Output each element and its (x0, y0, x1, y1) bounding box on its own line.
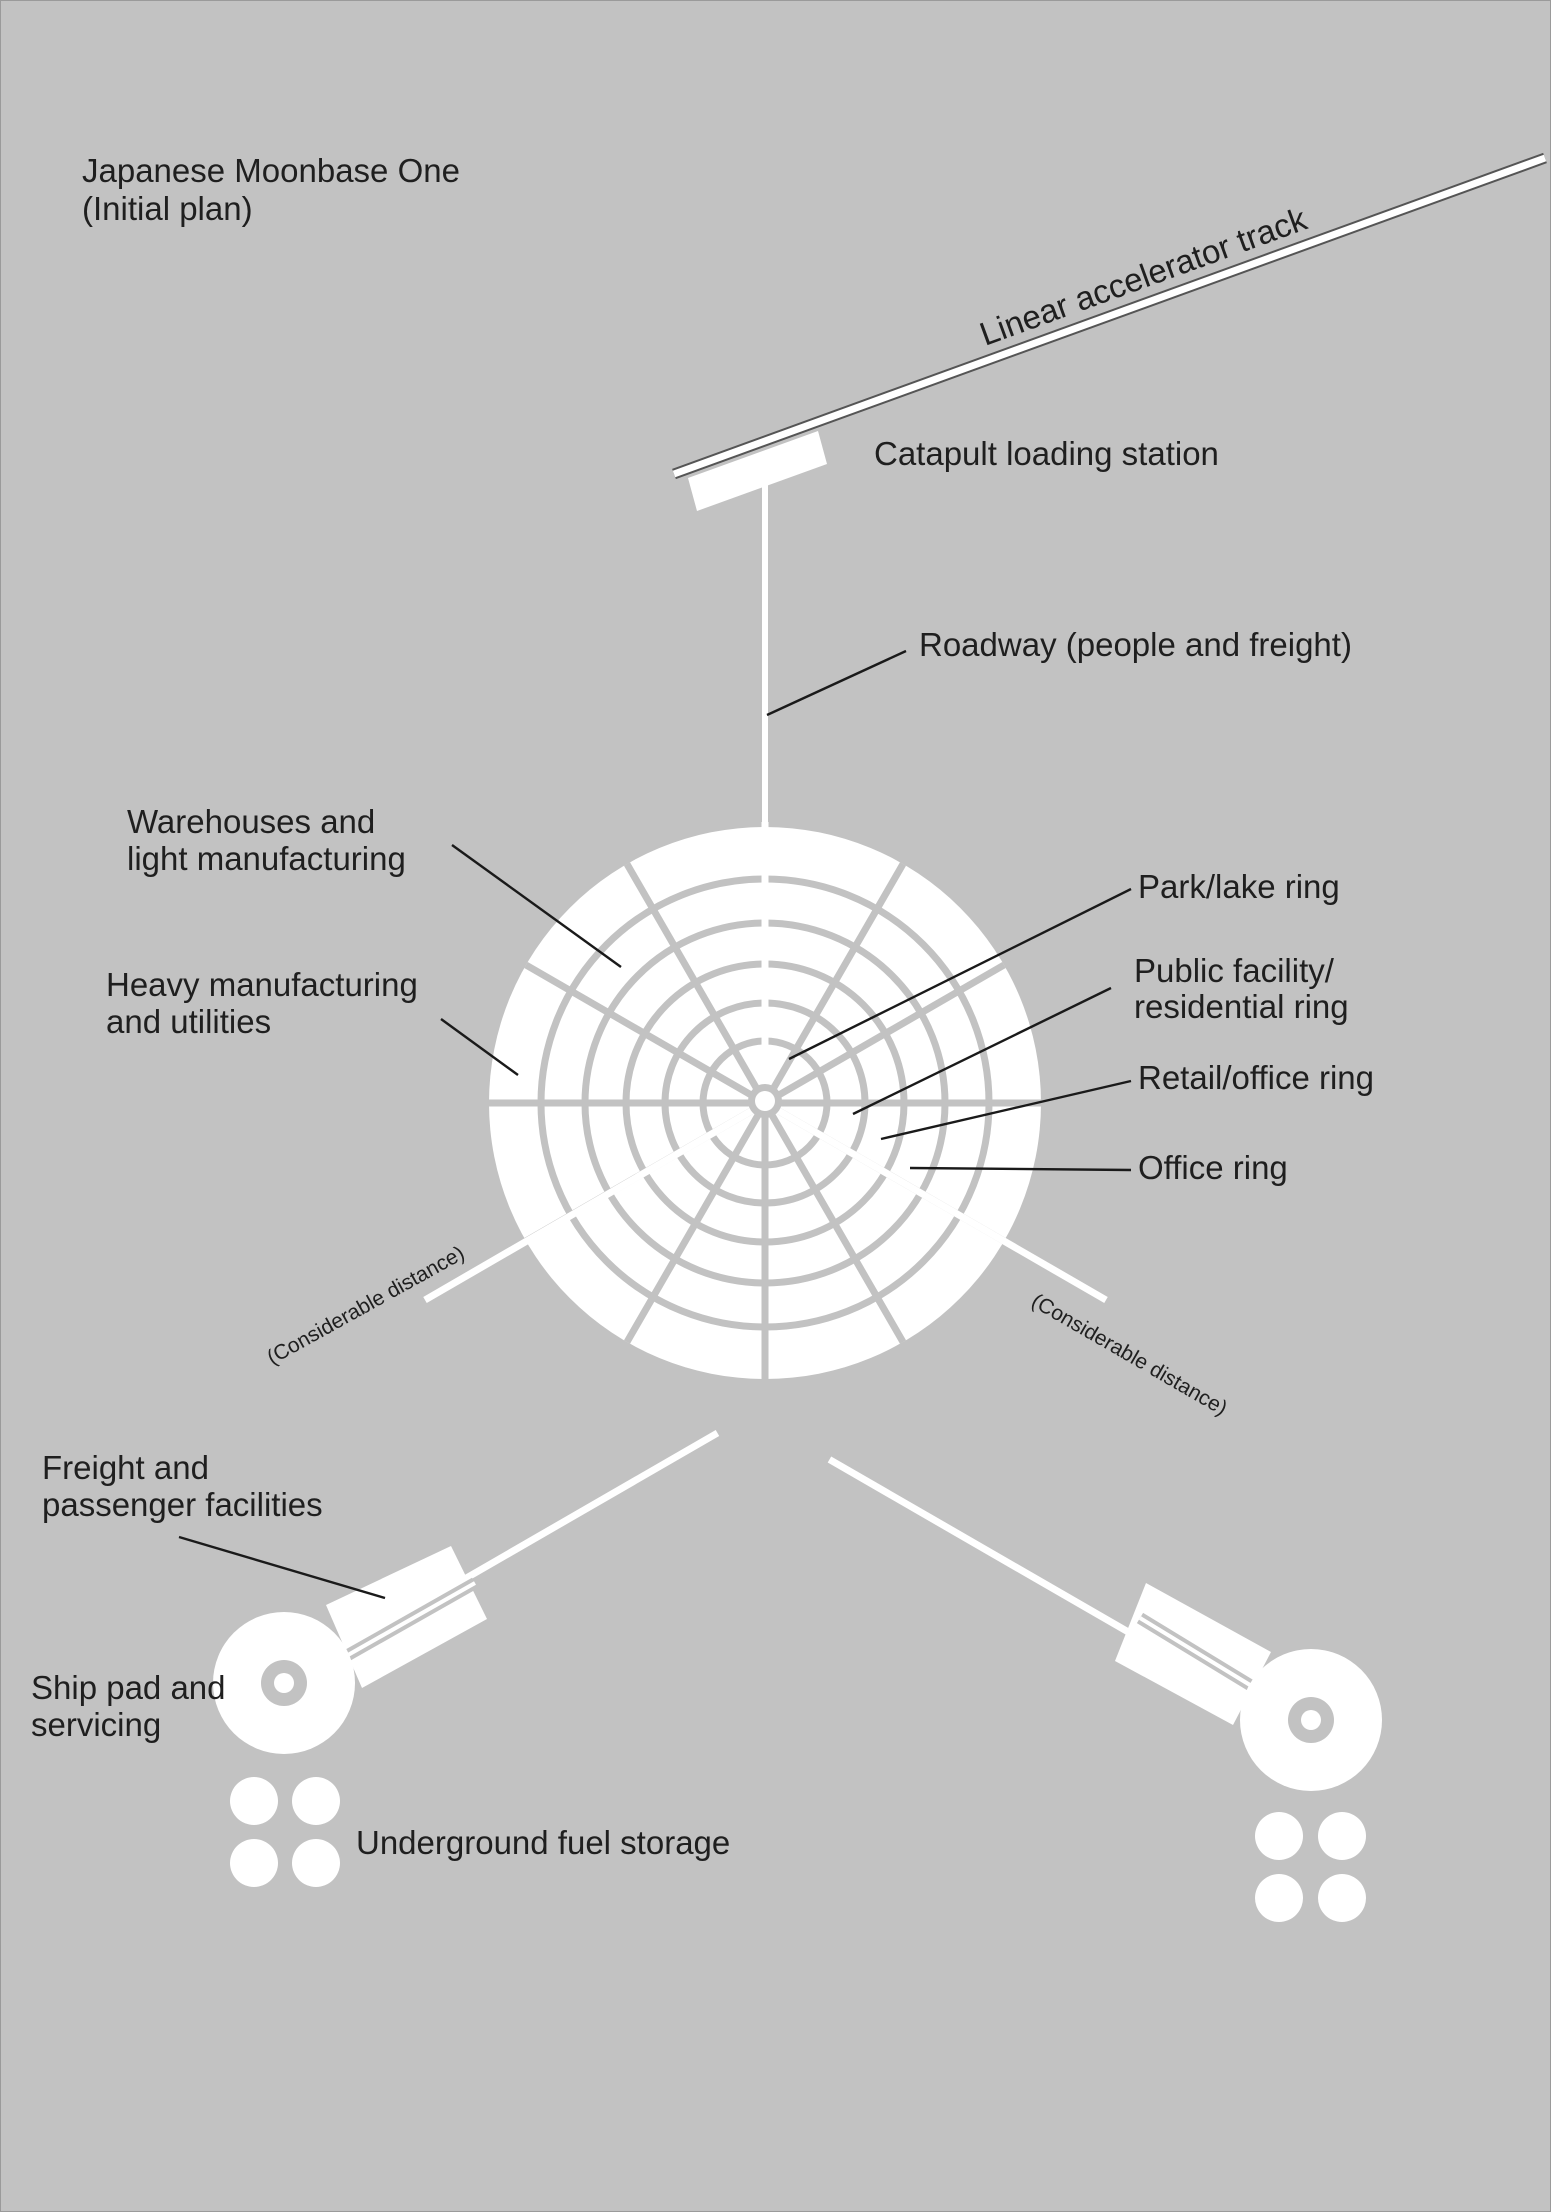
public-facility-label-line2: residential ring (1134, 988, 1349, 1025)
left-fuel-tanks (230, 1777, 340, 1887)
ship-pad-label-line1: Ship pad and (31, 1669, 226, 1706)
left-freight-passenger-facility (326, 1546, 487, 1688)
park-lake-label: Park/lake ring (1138, 868, 1340, 905)
office-ring-leader (909, 1166, 1132, 1172)
office-ring-label: Office ring (1138, 1149, 1288, 1186)
freight-facilities-label-line1: Freight and (42, 1449, 209, 1486)
distance-left-label: (Considerable distance) (263, 1242, 468, 1370)
distance-right-label: (Considerable distance) (1028, 1289, 1232, 1420)
roadway-label: Roadway (people and freight) (919, 626, 1352, 663)
park-lake-leader (788, 887, 1132, 1061)
left-ship-pad-center (274, 1673, 294, 1693)
retail-office-leader (880, 1079, 1132, 1141)
catapult-label: Catapult loading station (874, 435, 1219, 472)
diagram-title: Japanese Moonbase One (82, 152, 460, 189)
linear-accelerator-track (672, 152, 1547, 480)
central-city (423, 822, 1108, 1379)
leader-lines (178, 649, 1132, 1600)
left-spaceport (213, 1546, 487, 1887)
warehouses-label-line1: Warehouses and (127, 803, 375, 840)
heavy-manufacturing-leader (440, 1018, 519, 1076)
freight-facilities-leader (178, 1535, 386, 1600)
right-ship-pad-center (1301, 1710, 1321, 1730)
public-facility-label-line1: Public facility/ (1134, 952, 1335, 989)
diagram-subtitle: (Initial plan) (82, 190, 253, 227)
heavy-manufacturing-label-line1: Heavy manufacturing (106, 966, 418, 1003)
hub-center (755, 1091, 775, 1111)
right-spaceport (1115, 1583, 1382, 1922)
right-fuel-tanks (1255, 1812, 1366, 1922)
freight-facilities-label-line2: passenger facilities (42, 1486, 323, 1523)
roadway-leader (766, 649, 907, 717)
warehouses-leader (451, 844, 622, 968)
catapult-loading-station (688, 431, 827, 511)
heavy-manufacturing-label-line2: and utilities (106, 1003, 271, 1040)
right-freight-passenger-facility (1115, 1583, 1271, 1725)
fuel-storage-label: Underground fuel storage (356, 1824, 730, 1861)
roadway (762, 482, 768, 824)
retail-office-label: Retail/office ring (1138, 1059, 1374, 1096)
roadway-to-right-port (827, 1456, 1187, 1668)
ship-pad-label-line2: servicing (31, 1706, 161, 1743)
public-facility-leader (852, 986, 1112, 1116)
warehouses-label-line2: light manufacturing (127, 840, 406, 877)
city-spokes (423, 822, 1108, 1304)
linear-accelerator-label: Linear accelerator track (975, 200, 1312, 353)
